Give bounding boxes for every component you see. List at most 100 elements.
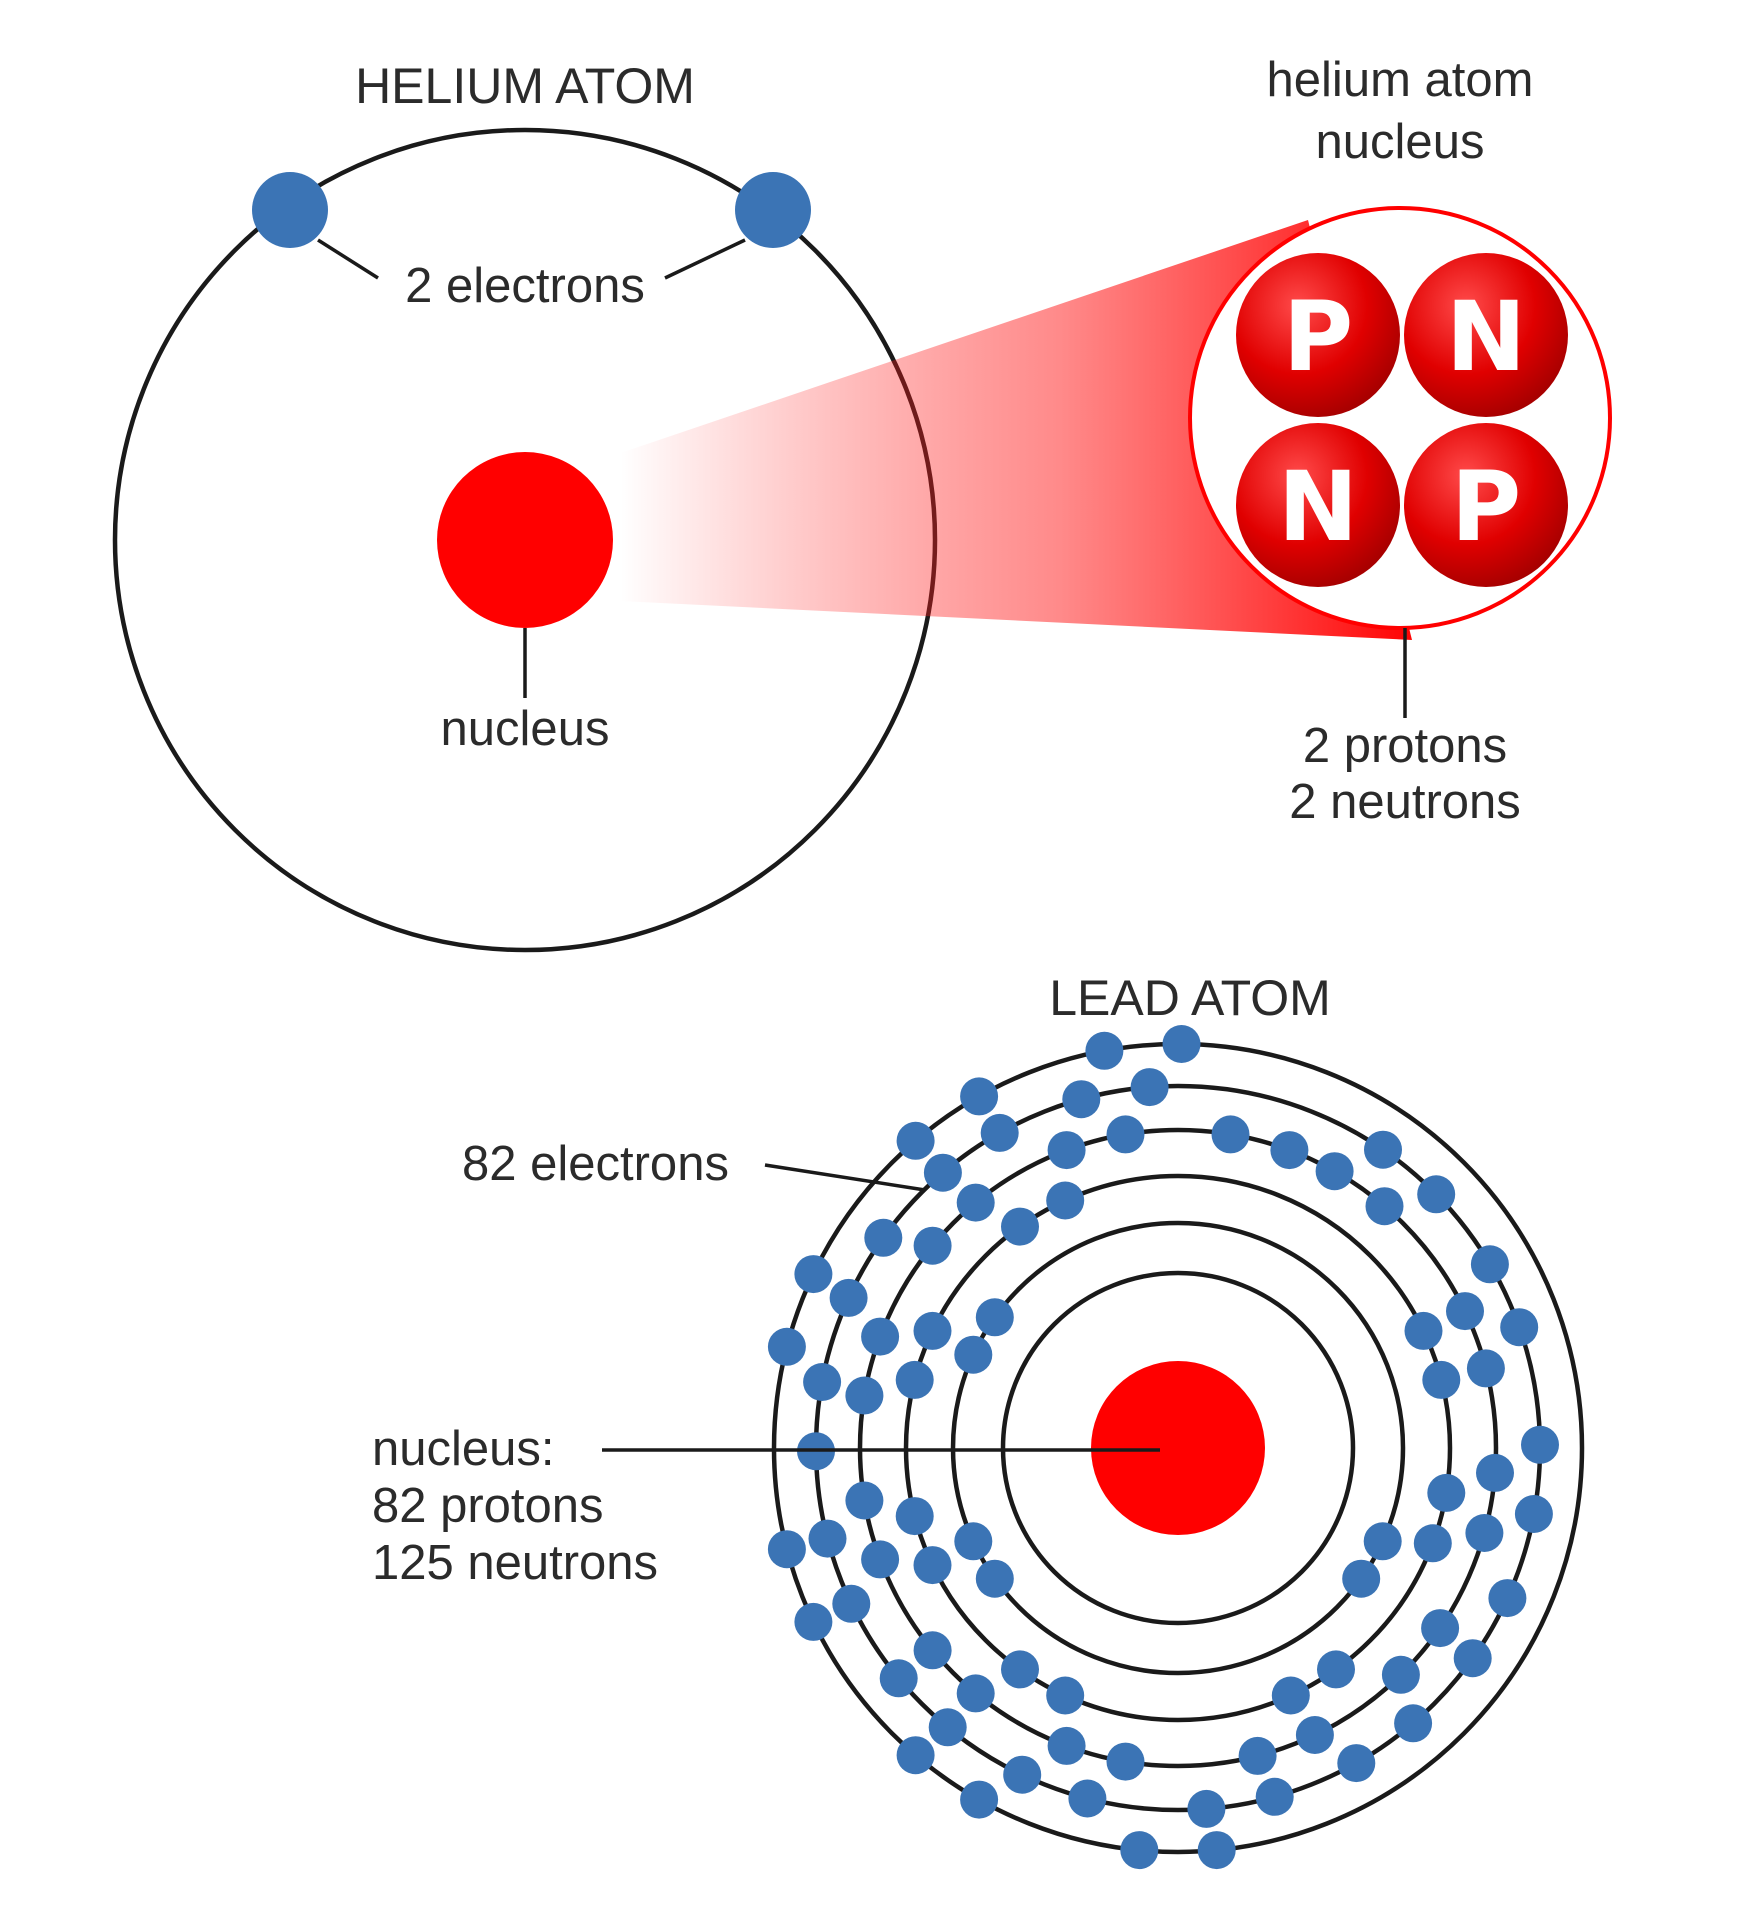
lead-electron — [1342, 1559, 1381, 1598]
lead-electron — [1047, 1726, 1086, 1765]
lead-nucleus-line3: 125 neutrons — [372, 1536, 658, 1590]
lead-electron — [1514, 1495, 1553, 1533]
particle-letter: P — [1451, 451, 1521, 563]
lead-electron — [1271, 1676, 1310, 1715]
lead-electron — [913, 1631, 952, 1670]
lead-electron — [954, 1522, 993, 1561]
lead-electron — [1270, 1131, 1309, 1170]
lead-electron — [913, 1226, 952, 1265]
lead-electron — [1162, 1025, 1201, 1063]
lead-electron — [1295, 1716, 1334, 1754]
lead-electron — [1062, 1080, 1101, 1119]
lead-nucleus-line1: nucleus: — [372, 1422, 555, 1476]
lead-electron — [1453, 1639, 1492, 1678]
lead-electron — [861, 1317, 900, 1356]
lead-electron — [956, 1183, 995, 1222]
lead-electron — [1003, 1755, 1042, 1794]
lead-electron — [1197, 1831, 1236, 1870]
electron-leader-line — [764, 1163, 926, 1192]
lead-electron — [913, 1311, 952, 1350]
lead-electron — [1317, 1650, 1355, 1689]
magnification-cone — [600, 220, 1412, 640]
lead-electron — [896, 1736, 935, 1775]
lead-electron — [1106, 1115, 1145, 1154]
lead-electron — [1106, 1742, 1145, 1781]
proton-particle: P — [1404, 423, 1568, 587]
lead-electron — [832, 1584, 871, 1623]
lead-electron — [1001, 1207, 1039, 1246]
zoom-circle — [1188, 206, 1612, 630]
lead-electron — [1446, 1292, 1484, 1331]
lead-electron — [954, 1335, 993, 1374]
lead-electron — [1413, 1524, 1452, 1563]
neutron-particle: N — [1236, 423, 1400, 587]
helium-electrons-label: 2 electrons — [405, 259, 645, 313]
lead-electron — [1381, 1655, 1420, 1694]
lead-electron — [1422, 1360, 1461, 1399]
lead-electron — [845, 1481, 884, 1520]
helium-electron — [252, 172, 328, 248]
lead-electron — [923, 1153, 962, 1192]
lead-electron — [1255, 1777, 1294, 1816]
helium-nucleus — [437, 452, 613, 628]
lead-electron — [1130, 1068, 1169, 1107]
lead-electron — [895, 1360, 934, 1399]
lead-electron — [975, 1559, 1014, 1598]
lead-electron — [1421, 1609, 1460, 1648]
lead-shell — [857, 1127, 1499, 1769]
lead-electron — [1465, 1514, 1504, 1552]
lead-electron — [1238, 1736, 1277, 1775]
lead-electron — [1085, 1031, 1124, 1070]
lead-electron — [808, 1519, 847, 1558]
lead-electron — [845, 1376, 884, 1415]
lead-electron — [1365, 1187, 1404, 1226]
lead-electron — [913, 1546, 952, 1585]
lead-electron — [1427, 1473, 1466, 1512]
lead-electron — [960, 1077, 999, 1116]
zoom-title-line1: helium atom — [1267, 53, 1534, 107]
electron-leader-line — [664, 238, 746, 280]
neutron-particle: N — [1404, 253, 1568, 417]
lead-electrons — [767, 1025, 1559, 1870]
lead-electron — [956, 1674, 995, 1713]
helium-nucleus-label: nucleus — [441, 702, 610, 756]
lead-electron — [861, 1540, 900, 1579]
helium-atom-title: HELIUM ATOM — [355, 58, 695, 114]
lead-electron — [1466, 1349, 1505, 1388]
lead-electron — [1001, 1650, 1039, 1689]
lead-electrons-label: 82 electrons — [462, 1137, 729, 1191]
lead-electron — [794, 1255, 833, 1294]
lead-electron — [879, 1659, 918, 1698]
lead-electron — [767, 1530, 806, 1569]
particle-letter: N — [1446, 281, 1526, 393]
lead-electron — [1488, 1579, 1527, 1618]
lead-electron — [829, 1278, 868, 1317]
lead-electron — [1500, 1308, 1539, 1347]
helium-composition-line1: 2 protons — [1303, 719, 1507, 773]
lead-electron — [980, 1113, 1019, 1152]
lead-electron — [1211, 1115, 1250, 1154]
lead-electron — [794, 1602, 833, 1641]
helium-atom: HELIUM ATOM 2 electrons nucleus — [112, 58, 1412, 953]
proton-particle: P — [1236, 253, 1400, 417]
lead-atom-title: LEAD ATOM — [1049, 970, 1331, 1026]
lead-shell — [903, 1173, 1453, 1723]
lead-electron — [960, 1780, 999, 1819]
lead-electron — [1187, 1789, 1226, 1828]
lead-nucleus-line2: 82 protons — [372, 1479, 604, 1533]
lead-electron — [803, 1363, 842, 1401]
lead-shell — [950, 1220, 1406, 1676]
lead-electron — [767, 1327, 806, 1366]
lead-atom: LEAD ATOM 82 electrons nucleus: 82 proto… — [372, 970, 1585, 1870]
lead-electron — [1394, 1704, 1433, 1743]
lead-electron — [1046, 1676, 1085, 1715]
electron-leader-line — [317, 238, 379, 280]
lead-electron — [1047, 1131, 1086, 1170]
lead-electron — [895, 1497, 934, 1536]
lead-electron — [1068, 1779, 1107, 1818]
lead-electron — [1315, 1152, 1354, 1191]
lead-electron — [1120, 1831, 1159, 1870]
lead-electron — [928, 1708, 967, 1747]
zoom-title-line2: nucleus — [1316, 115, 1485, 169]
